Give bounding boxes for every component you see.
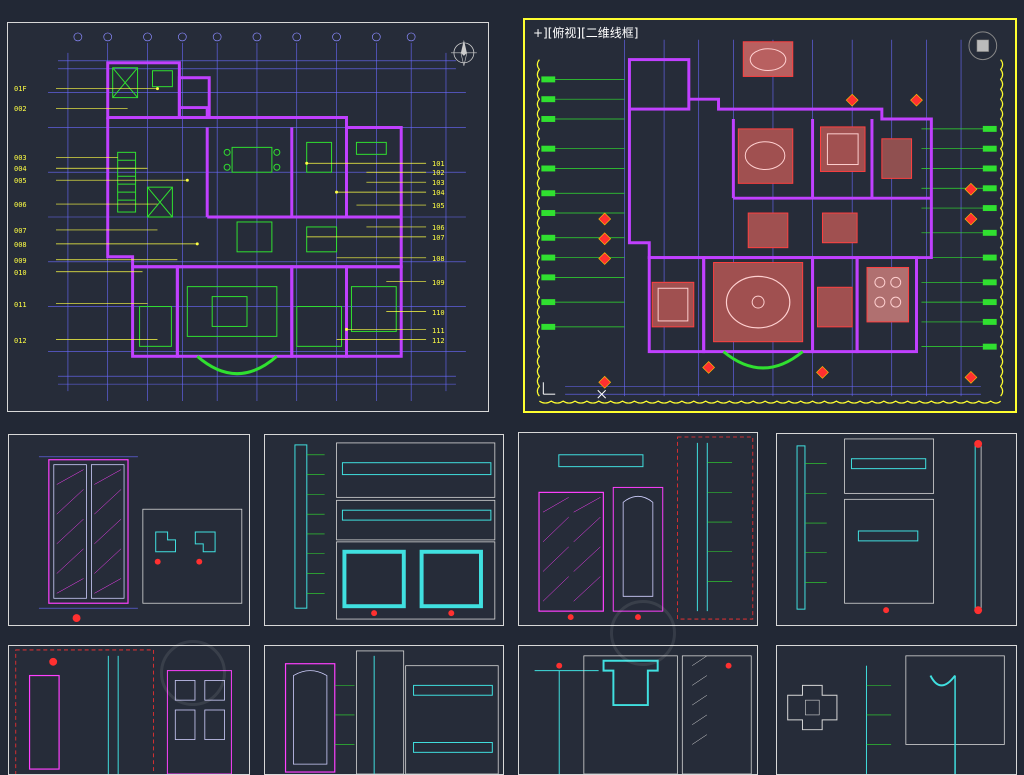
door-panel-drawing — [15, 649, 232, 774]
callout-code: 004 — [14, 165, 27, 173]
callout-code: 101 — [432, 160, 445, 168]
sheet-carved-door — [264, 645, 504, 775]
callout-code: 002 — [14, 105, 27, 113]
floor-plan-drawing — [48, 32, 477, 402]
furniture — [112, 67, 397, 347]
callout-code: 006 — [14, 201, 27, 209]
viewcube-icon[interactable] — [968, 31, 998, 61]
sheet-partition-detail — [776, 433, 1017, 626]
sheet-column-detail — [518, 645, 758, 775]
callout-code: 105 — [432, 202, 445, 210]
callout-code: 01F — [14, 85, 27, 93]
callout-code: 110 — [432, 309, 445, 317]
tag-markers — [598, 93, 978, 389]
callout-code: 011 — [14, 301, 27, 309]
viewport-walls — [627, 58, 933, 354]
watermark-logo — [610, 600, 676, 666]
watermark-logo — [160, 640, 226, 706]
ucs-icon — [542, 382, 607, 399]
callout-code: 009 — [14, 257, 27, 265]
callout-code: 008 — [14, 241, 27, 249]
viewport-bay-window — [722, 350, 804, 370]
level-markers — [541, 76, 997, 350]
callout-code: 108 — [432, 255, 445, 263]
sheet-floor-plan-annotated: 01F 002 003 004 005 006 007 008 009 010 … — [7, 22, 489, 412]
callout-code: 107 — [432, 234, 445, 242]
ceiling-plan-drawing — [536, 31, 1004, 404]
active-viewport[interactable]: +][俯视][二维线框] — [523, 18, 1017, 413]
callout-code: 104 — [432, 189, 445, 197]
wall-section-drawing — [294, 442, 496, 620]
revision-cloud-left — [536, 59, 541, 397]
sheet-door-elevation — [8, 434, 250, 626]
callout-code: 003 — [14, 154, 27, 162]
carved-door-drawing — [284, 650, 499, 774]
revision-cloud-bottom — [539, 400, 1002, 404]
callout-code: 103 — [432, 179, 445, 187]
callout-code: 005 — [14, 177, 27, 185]
partition-detail-drawing — [796, 438, 983, 615]
leader-dots — [155, 87, 348, 331]
callout-code: 010 — [14, 269, 27, 277]
leader-lines — [55, 88, 427, 340]
walls — [106, 61, 403, 358]
door-detail-drawing — [538, 436, 754, 621]
pilaster-detail-drawing — [787, 655, 1005, 774]
sheet-wall-section — [264, 434, 504, 626]
callout-code: 106 — [432, 224, 445, 232]
callout-code: 112 — [432, 337, 445, 345]
door-elevation-drawing — [38, 456, 243, 623]
callout-code: 109 — [432, 279, 445, 287]
callout-code: 111 — [432, 327, 445, 335]
ceiling-panels — [651, 41, 913, 343]
callout-code: 012 — [14, 337, 27, 345]
callout-code: 007 — [14, 227, 27, 235]
north-arrow-icon — [450, 39, 477, 66]
viewport-label[interactable]: +][俯视][二维线框] — [533, 26, 639, 40]
bay-window — [196, 355, 278, 376]
sheet-pilaster-detail — [776, 645, 1017, 775]
sheet-door-detail — [518, 432, 758, 626]
callout-code: 102 — [432, 169, 445, 177]
grid-bubbles — [73, 32, 416, 42]
revision-cloud-right — [999, 59, 1004, 397]
